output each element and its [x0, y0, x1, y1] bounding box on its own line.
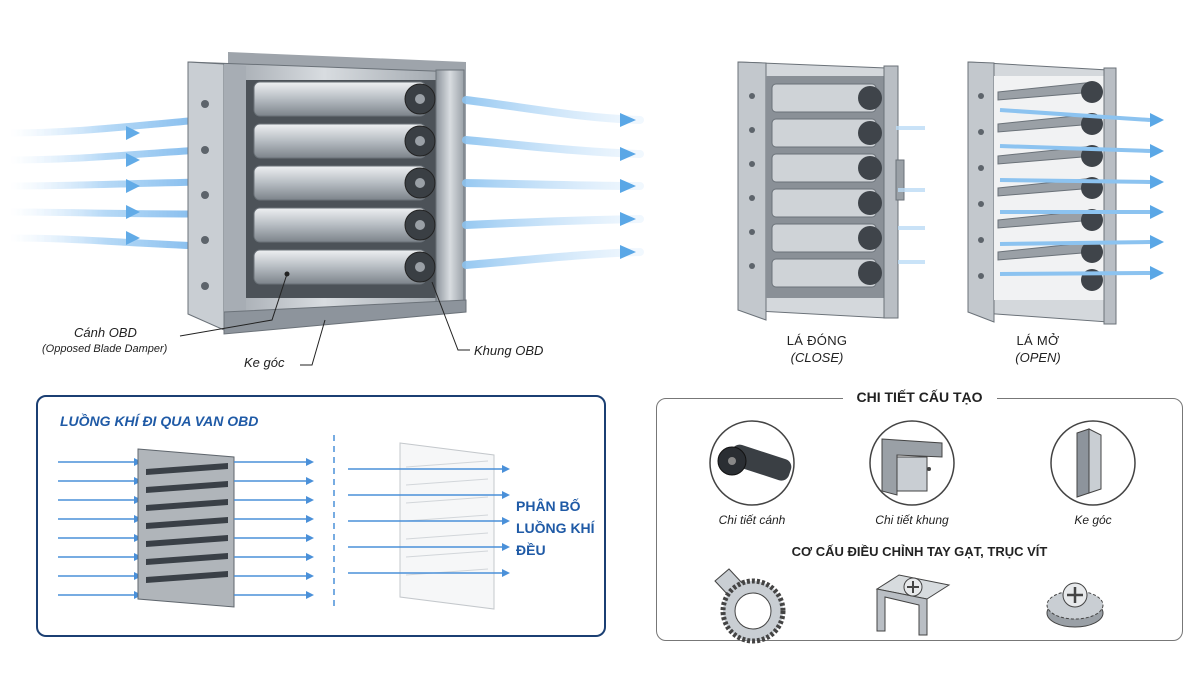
dist-line-3: ĐỀU: [516, 542, 546, 558]
open-damper: [967, 61, 1164, 325]
details-icons: [709, 420, 1136, 644]
label-canh-obd-sub: (Opposed Blade Damper): [42, 343, 168, 355]
caption-blade-detail: Chi tiết cánh: [718, 513, 786, 527]
airflow-panel: LUỒNG KHÍ ĐI QUA VAN OBD: [36, 395, 606, 637]
inflow-air-arrows: [6, 116, 204, 250]
even-distribution-text: PHÂN BỐ LUỒNG KHÍ ĐỀU: [516, 495, 595, 561]
bracket-screw-icon: [875, 574, 951, 636]
outflow-air-arrows: [462, 96, 644, 269]
details-panel: CHI TIẾT CẤU TẠO: [656, 389, 1183, 644]
airflow-diagram: [58, 435, 510, 611]
main-blades: [253, 81, 427, 285]
label-canh-obd: Cánh OBD: [74, 325, 137, 340]
worm-knob-icon: [1046, 582, 1104, 628]
blade-detail-icon: [709, 420, 795, 506]
open-state-sub: (OPEN): [1015, 350, 1061, 365]
airflow-panel-title: LUỒNG KHÍ ĐI QUA VAN OBD: [60, 413, 259, 429]
details-panel-title: CHI TIẾT CẤU TẠO: [842, 389, 997, 405]
close-damper: [737, 61, 925, 321]
mechanism-title: CƠ CẤU ĐIỀU CHỈNH TAY GẠT, TRỤC VÍT: [791, 544, 1048, 559]
frame-detail-icon: [869, 420, 955, 506]
caption-frame-detail: Chi tiết khung: [875, 513, 949, 527]
open-state-title: LÁ MỞ: [1016, 333, 1060, 348]
lever-gear-icon: [714, 568, 786, 644]
dist-line-2: LUỒNG KHÍ: [516, 520, 595, 536]
dist-line-1: PHÂN BỐ: [516, 498, 581, 514]
corner-bracket-icon: [1050, 420, 1136, 506]
close-state-title: LÁ ĐÓNG: [786, 333, 848, 348]
label-ke-goc: Ke góc: [244, 355, 285, 370]
label-khung-obd: Khung OBD: [474, 343, 544, 358]
close-state-sub: (CLOSE): [790, 350, 844, 365]
caption-corner-bracket: Ke góc: [1074, 513, 1112, 527]
